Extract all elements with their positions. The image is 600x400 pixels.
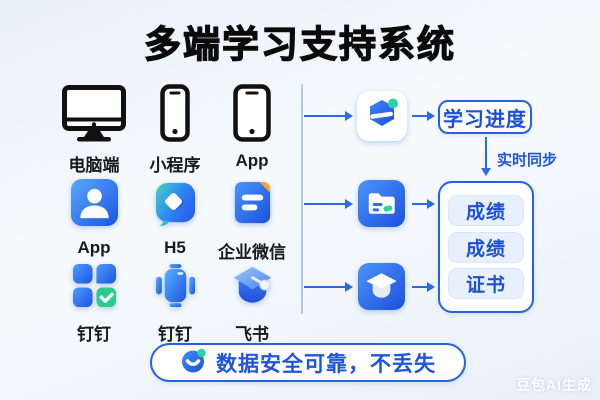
platform-item-app-tablet: App	[212, 84, 292, 171]
platform-item-miniprogram: 小程序	[135, 84, 215, 176]
graduation-cap-icon	[358, 263, 405, 315]
result-pill: 成绩	[448, 231, 524, 263]
flow-divider-line	[301, 84, 303, 314]
tablet-icon	[233, 84, 271, 147]
platform-item-h5: H5	[135, 179, 215, 258]
results-box: 成绩 成绩 证书	[438, 181, 534, 313]
folder-icon	[358, 180, 405, 232]
platform-item-pc: 电脑端	[51, 84, 137, 176]
smartphone-icon	[160, 84, 190, 147]
arrow-right	[304, 199, 353, 209]
feishu-graduation-icon	[229, 262, 276, 314]
platform-label: 企业微信	[218, 243, 286, 262]
app-grid-check-icon	[71, 262, 118, 314]
platform-label: H5	[164, 238, 186, 257]
platform-label: 飞书	[235, 325, 269, 344]
result-pill: 证书	[448, 268, 524, 300]
platform-item-dingtalk: 钉钉	[135, 262, 215, 345]
platform-item-feishu: 飞书	[212, 262, 292, 345]
learning-app-icon	[357, 91, 407, 146]
arrow-right	[412, 282, 435, 292]
platform-label: App	[77, 238, 111, 257]
h5-bubble-icon	[152, 179, 199, 231]
arrow-right	[412, 111, 435, 121]
user-app-icon	[70, 179, 118, 231]
mascot-face-icon	[180, 347, 207, 379]
platform-item-dingtalk-grid: 钉钉	[51, 262, 137, 345]
arrow-right	[304, 111, 353, 121]
safety-banner-text: 数据安全可靠，不丢失	[216, 352, 436, 376]
page-title: 多端学习支持系统	[143, 23, 456, 65]
arrow-right	[412, 199, 435, 209]
platform-label: 电脑端	[68, 156, 120, 175]
platform-item-app: App	[51, 179, 137, 258]
arrow-down	[481, 137, 491, 176]
platform-label: 钉钉	[158, 325, 192, 344]
progress-box: 学习进度	[438, 100, 532, 134]
platform-label: 钉钉	[77, 325, 111, 344]
dingtalk-icon	[152, 262, 199, 314]
result-pill: 成绩	[448, 194, 524, 226]
sync-label: 实时同步	[497, 152, 558, 169]
platform-item-wecom: 企业微信	[206, 179, 298, 263]
platform-label: App	[235, 151, 269, 170]
arrow-right	[304, 282, 353, 292]
safety-banner: 数据安全可靠，不丢失	[150, 343, 466, 382]
platform-label: 小程序	[149, 156, 201, 175]
wecom-document-icon	[229, 179, 276, 231]
desktop-monitor-icon	[61, 84, 127, 147]
ai-watermark: 豆包AI生成	[516, 377, 592, 393]
